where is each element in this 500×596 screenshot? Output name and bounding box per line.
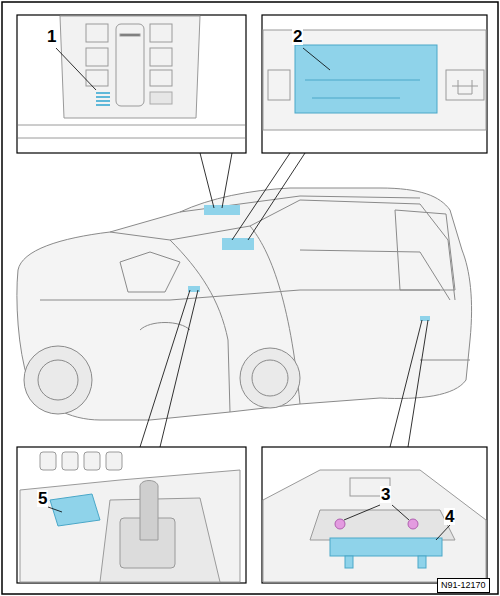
label-holder: 1 (46, 28, 57, 45)
rear-highlight (420, 316, 430, 321)
label-holder: 3 (380, 486, 391, 503)
label-holder: N91-12170 (437, 578, 490, 593)
callout-number: 4 (444, 508, 455, 525)
panel-leaders (140, 153, 428, 447)
roof-module-panel (262, 15, 487, 153)
callout-number: 2 (292, 28, 303, 45)
overhead-console-panel (17, 15, 246, 153)
centre-console-panel (17, 447, 246, 583)
figure-code: N91-12170 (437, 578, 490, 593)
console-highlight (222, 238, 254, 250)
car-body (17, 188, 472, 420)
callout-number: 5 (37, 490, 48, 507)
label-holder: 5 (37, 490, 48, 507)
rear-module-panel (262, 447, 487, 583)
callout-number: 1 (46, 28, 57, 45)
label-holder: 4 (444, 508, 455, 525)
callout-number: 3 (380, 486, 391, 503)
label-holder: 2 (292, 28, 303, 45)
